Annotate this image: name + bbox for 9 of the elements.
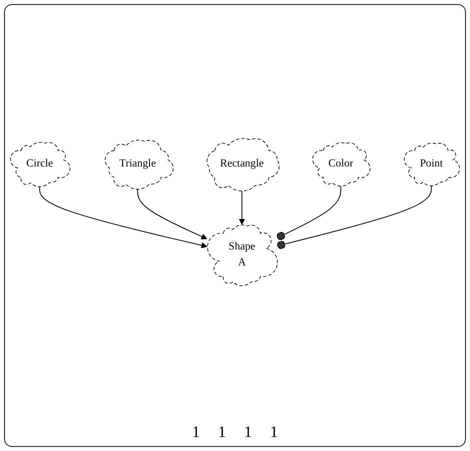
connector	[276, 186, 342, 241]
multiplicity-label: 1	[218, 424, 226, 442]
multiplicity-label: 1	[270, 424, 278, 442]
arrow	[137, 188, 208, 240]
connector	[276, 185, 432, 250]
arrow	[39, 186, 208, 249]
multiplicity-label: 1	[244, 424, 252, 442]
multiplicity-label: 1	[192, 424, 200, 442]
arrow	[238, 190, 245, 226]
